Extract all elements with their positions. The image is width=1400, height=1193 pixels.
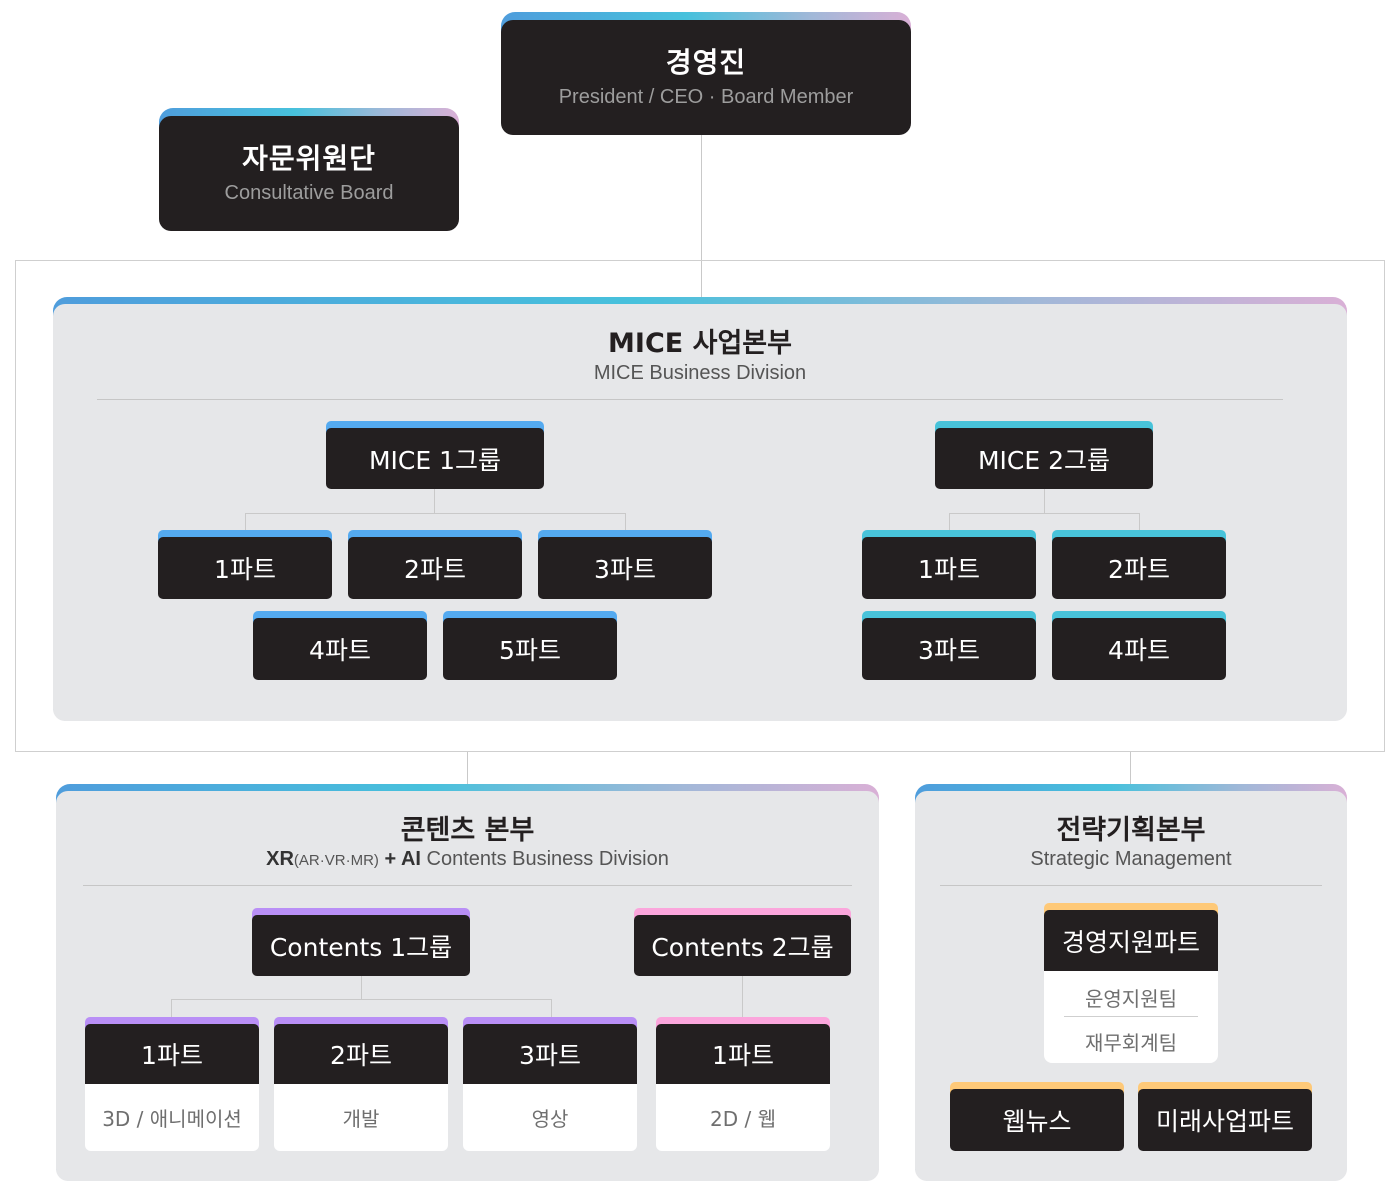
connector-mice2-h <box>949 513 1139 514</box>
connector-frame <box>15 260 1385 752</box>
connector-mice1-h <box>245 513 625 514</box>
connector-mice1-p3 <box>625 513 626 531</box>
connector-mice2 <box>1044 489 1045 513</box>
mice2-part-3: 3파트 <box>862 611 1036 680</box>
subtitle-xr: XR <box>266 848 294 870</box>
part-label: 1파트 <box>85 1024 259 1084</box>
team-finance: 재무회계팀 <box>1085 1031 1177 1055</box>
webnews-label: 웹뉴스 <box>950 1089 1124 1151</box>
advisory-card: 자문위원단 Consultative Board <box>159 108 459 231</box>
contents2-group-box: Contents 2그룹 <box>634 908 851 976</box>
part-description: 2D / 웹 <box>656 1084 830 1151</box>
connector-contents1-p3 <box>551 999 552 1017</box>
connector-contents2 <box>742 975 743 1017</box>
part-label: 2파트 <box>274 1024 448 1084</box>
contents1-part-2: 2파트 개발 <box>274 1017 448 1151</box>
mice-division-subtitle: MICE Business Division <box>593 362 807 384</box>
executive-title: 경영진 <box>665 46 747 80</box>
connector-contents1-p1 <box>171 999 172 1017</box>
part-description: 3D / 애니메이션 <box>85 1084 259 1151</box>
connector-executive <box>701 135 702 300</box>
mice-division-title: MICE 사업본부 <box>608 328 792 359</box>
contents-division-subtitle: XR(AR·VR·MR) + AI Contents Business Divi… <box>56 848 879 871</box>
mice-division-divider <box>97 399 1283 400</box>
mice2-part-4: 4파트 <box>1052 611 1226 680</box>
subtitle-plus: + <box>378 848 401 870</box>
subtitle-xr-detail: (AR·VR·MR) <box>293 852 379 869</box>
connector-mice2-p2 <box>1139 513 1140 531</box>
connector-contents1-h <box>171 999 551 1000</box>
mice1-part-5: 5파트 <box>443 611 617 680</box>
part-label: 5파트 <box>443 618 617 680</box>
connector-contents <box>467 752 468 785</box>
executive-subtitle: President / CEO · Board Member <box>558 85 854 108</box>
contents-division-title: 콘텐츠 본부 <box>400 815 535 846</box>
connector-mice1 <box>434 489 435 513</box>
future-business-label: 미래사업파트 <box>1138 1089 1312 1151</box>
connector-strategy <box>1130 752 1131 785</box>
part-description: 영상 <box>463 1084 637 1151</box>
mice1-part-3: 3파트 <box>538 530 712 599</box>
mice2-part-2: 2파트 <box>1052 530 1226 599</box>
advisory-subtitle: Consultative Board <box>224 181 394 204</box>
part-label: 2파트 <box>1052 537 1226 599</box>
part-label: 2파트 <box>348 537 522 599</box>
subtitle-rest: Contents Business Division <box>420 848 669 870</box>
part-description: 개발 <box>274 1084 448 1151</box>
part-label: 3파트 <box>463 1024 637 1084</box>
executive-card: 경영진 President / CEO · Board Member <box>501 12 911 135</box>
team-divider <box>1064 1016 1198 1017</box>
contents1-group-label: Contents 1그룹 <box>252 915 470 976</box>
mice1-part-2: 2파트 <box>348 530 522 599</box>
mice2-group-box: MICE 2그룹 <box>935 421 1153 489</box>
contents2-part-1: 1파트 2D / 웹 <box>656 1017 830 1151</box>
subtitle-ai: AI <box>400 848 421 870</box>
connector-mice2-p1 <box>949 513 950 531</box>
webnews-part-box: 웹뉴스 <box>950 1082 1124 1151</box>
contents1-group-box: Contents 1그룹 <box>252 908 470 976</box>
strategy-division-title: 전략기획본부 <box>1056 815 1206 846</box>
strategy-division-divider <box>940 885 1322 886</box>
part-label: 3파트 <box>862 618 1036 680</box>
connector-mice1-p1 <box>245 513 246 531</box>
advisory-title: 자문위원단 <box>242 142 376 176</box>
strategy-division-subtitle: Strategic Management <box>1030 848 1232 870</box>
support-part-box: 경영지원파트 <box>1044 903 1218 972</box>
connector-contents1 <box>361 975 362 999</box>
part-label: 1파트 <box>158 537 332 599</box>
contents2-group-label: Contents 2그룹 <box>634 915 851 976</box>
part-label: 4파트 <box>253 618 427 680</box>
contents-division-divider <box>83 885 852 886</box>
contents1-part-1: 1파트 3D / 애니메이션 <box>85 1017 259 1151</box>
mice2-part-1: 1파트 <box>862 530 1036 599</box>
contents1-part-3: 3파트 영상 <box>463 1017 637 1151</box>
mice2-group-label: MICE 2그룹 <box>935 428 1153 489</box>
part-label: 1파트 <box>862 537 1036 599</box>
support-part-label: 경영지원파트 <box>1044 910 1218 972</box>
part-label: 4파트 <box>1052 618 1226 680</box>
mice1-group-box: MICE 1그룹 <box>326 421 544 489</box>
team-operations: 운영지원팀 <box>1085 987 1177 1011</box>
future-business-part-box: 미래사업파트 <box>1138 1082 1312 1151</box>
mice1-part-1: 1파트 <box>158 530 332 599</box>
mice1-group-label: MICE 1그룹 <box>326 428 544 489</box>
support-teams: 운영지원팀 재무회계팀 <box>1044 971 1218 1063</box>
mice1-part-4: 4파트 <box>253 611 427 680</box>
part-label: 3파트 <box>538 537 712 599</box>
part-label: 1파트 <box>656 1024 830 1084</box>
